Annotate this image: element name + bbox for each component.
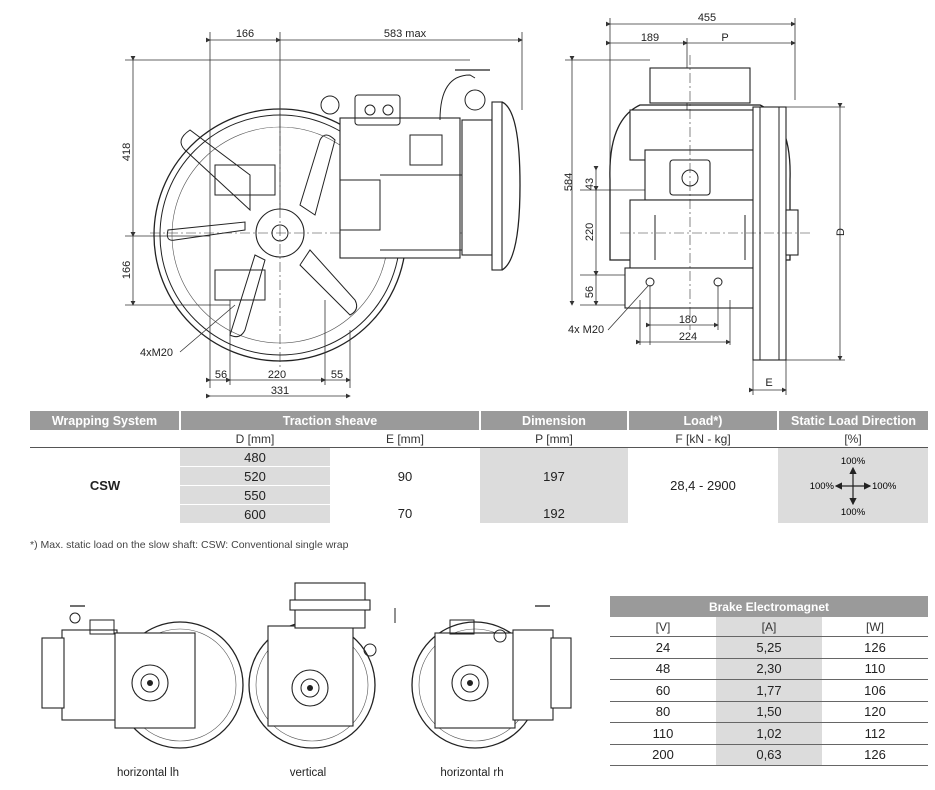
dim-d: D: [835, 228, 847, 236]
table-row: 200 0,63 126: [610, 744, 928, 766]
caption-horizontal-rh: horizontal rh: [440, 767, 504, 779]
dim-220-bottom: 220: [268, 369, 286, 381]
dim-166-left: 166: [121, 261, 133, 279]
brake-unit-w: [W]: [822, 617, 928, 637]
caption-vertical: vertical: [289, 767, 327, 779]
mounting-horizontal-rh-drawing: [411, 605, 572, 749]
current-cell: 0,63: [716, 744, 822, 766]
dim-55-bottom: 55: [331, 369, 343, 381]
voltage-cell: 200: [610, 744, 716, 766]
dim-e: E: [765, 377, 772, 389]
dim-331-bottom: 331: [271, 385, 289, 397]
table-row: 60 1,77 106: [610, 679, 928, 702]
e-value: 70: [397, 506, 413, 522]
current-cell: 1,02: [716, 722, 822, 745]
dir-up: 100%: [841, 456, 866, 467]
dir-down: 100%: [841, 507, 866, 518]
dim-220-side: 220: [584, 223, 596, 241]
brake-table-title: Brake Electromagnet: [610, 596, 928, 617]
power-cell: 126: [822, 744, 928, 766]
spec-table: Wrapping System Traction sheave Dimensio…: [30, 411, 928, 523]
mounting-horizontal-lh-drawing: [41, 605, 244, 749]
table-row: 80 1,50 120: [610, 701, 928, 723]
dim-180: 180: [679, 314, 697, 326]
voltage-cell: 80: [610, 701, 716, 723]
header-traction-sheave: Traction sheave: [179, 411, 480, 430]
header-load: Load*): [627, 411, 778, 430]
load-direction-diagram: 100% 100% 100% 100%: [778, 447, 928, 523]
dir-right: 100%: [872, 481, 897, 492]
unit-f: F [kN - kg]: [628, 430, 778, 448]
header-static-load-direction: Static Load Direction: [777, 411, 928, 430]
voltage-cell: 110: [610, 722, 716, 745]
brake-unit-v: [V]: [610, 617, 716, 637]
power-cell: 112: [822, 722, 928, 745]
brake-unit-a: [A]: [716, 617, 822, 637]
dim-584: 584: [563, 173, 575, 191]
p-value: 197: [480, 447, 628, 505]
dim-56-bottom: 56: [215, 369, 227, 381]
current-cell: 1,50: [716, 701, 822, 723]
power-cell: 106: [822, 679, 928, 702]
current-cell: 1,77: [716, 679, 822, 702]
thread-label-front: 4xM20: [140, 347, 173, 359]
front-view-drawing: 166 583 max 418 166 56 220: [121, 28, 523, 399]
power-cell: 110: [822, 658, 928, 680]
unit-p: P [mm]: [480, 430, 628, 448]
side-view-drawing: 455 189 P 584 43 220 56 D E 180 224: [563, 12, 847, 395]
table-row: 110 1,02 112: [610, 722, 928, 745]
unit-d: D [mm]: [180, 430, 330, 448]
dim-56-side: 56: [584, 286, 596, 298]
voltage-cell: 24: [610, 636, 716, 659]
footnote: *) Max. static load on the slow shaft: C…: [30, 539, 349, 551]
dim-43: 43: [584, 178, 596, 190]
system-csw: CSW: [89, 478, 121, 493]
dim-583-max: 583 max: [384, 28, 427, 40]
dim-455: 455: [698, 12, 716, 24]
e-value: 90: [397, 468, 413, 484]
current-cell: 5,25: [716, 636, 822, 659]
current-cell: 2,30: [716, 658, 822, 680]
table-row: 48 2,30 110: [610, 658, 928, 680]
mounting-drawings: [41, 582, 572, 749]
load-value: 28,4 - 2900: [670, 478, 736, 493]
dim-418: 418: [121, 143, 133, 161]
d-value: 550: [180, 485, 330, 505]
unit-percent: [%]: [778, 430, 928, 448]
dim-166-top: 166: [236, 28, 254, 40]
voltage-cell: 60: [610, 679, 716, 702]
p-value: 192: [480, 504, 628, 523]
dim-224: 224: [679, 331, 697, 343]
header-wrapping-system: Wrapping System: [30, 411, 180, 430]
dim-189: 189: [641, 32, 659, 44]
dir-left: 100%: [810, 481, 835, 492]
dim-p: P: [721, 32, 728, 44]
power-cell: 120: [822, 701, 928, 723]
power-cell: 126: [822, 636, 928, 659]
header-dimension: Dimension: [479, 411, 628, 430]
unit-blank: [30, 430, 180, 448]
mounting-vertical-drawing: [248, 582, 396, 749]
brake-electromagnet-table: Brake Electromagnet [V] [A] [W] 24 5,25 …: [610, 596, 928, 766]
voltage-cell: 48: [610, 658, 716, 680]
d-value: 520: [180, 466, 330, 486]
d-value: 600: [180, 504, 330, 523]
unit-e: E [mm]: [330, 430, 480, 448]
table-row: 24 5,25 126: [610, 636, 928, 659]
thread-label-side: 4x M20: [568, 324, 604, 336]
caption-horizontal-lh: horizontal lh: [116, 767, 179, 779]
d-value: 480: [180, 447, 330, 467]
